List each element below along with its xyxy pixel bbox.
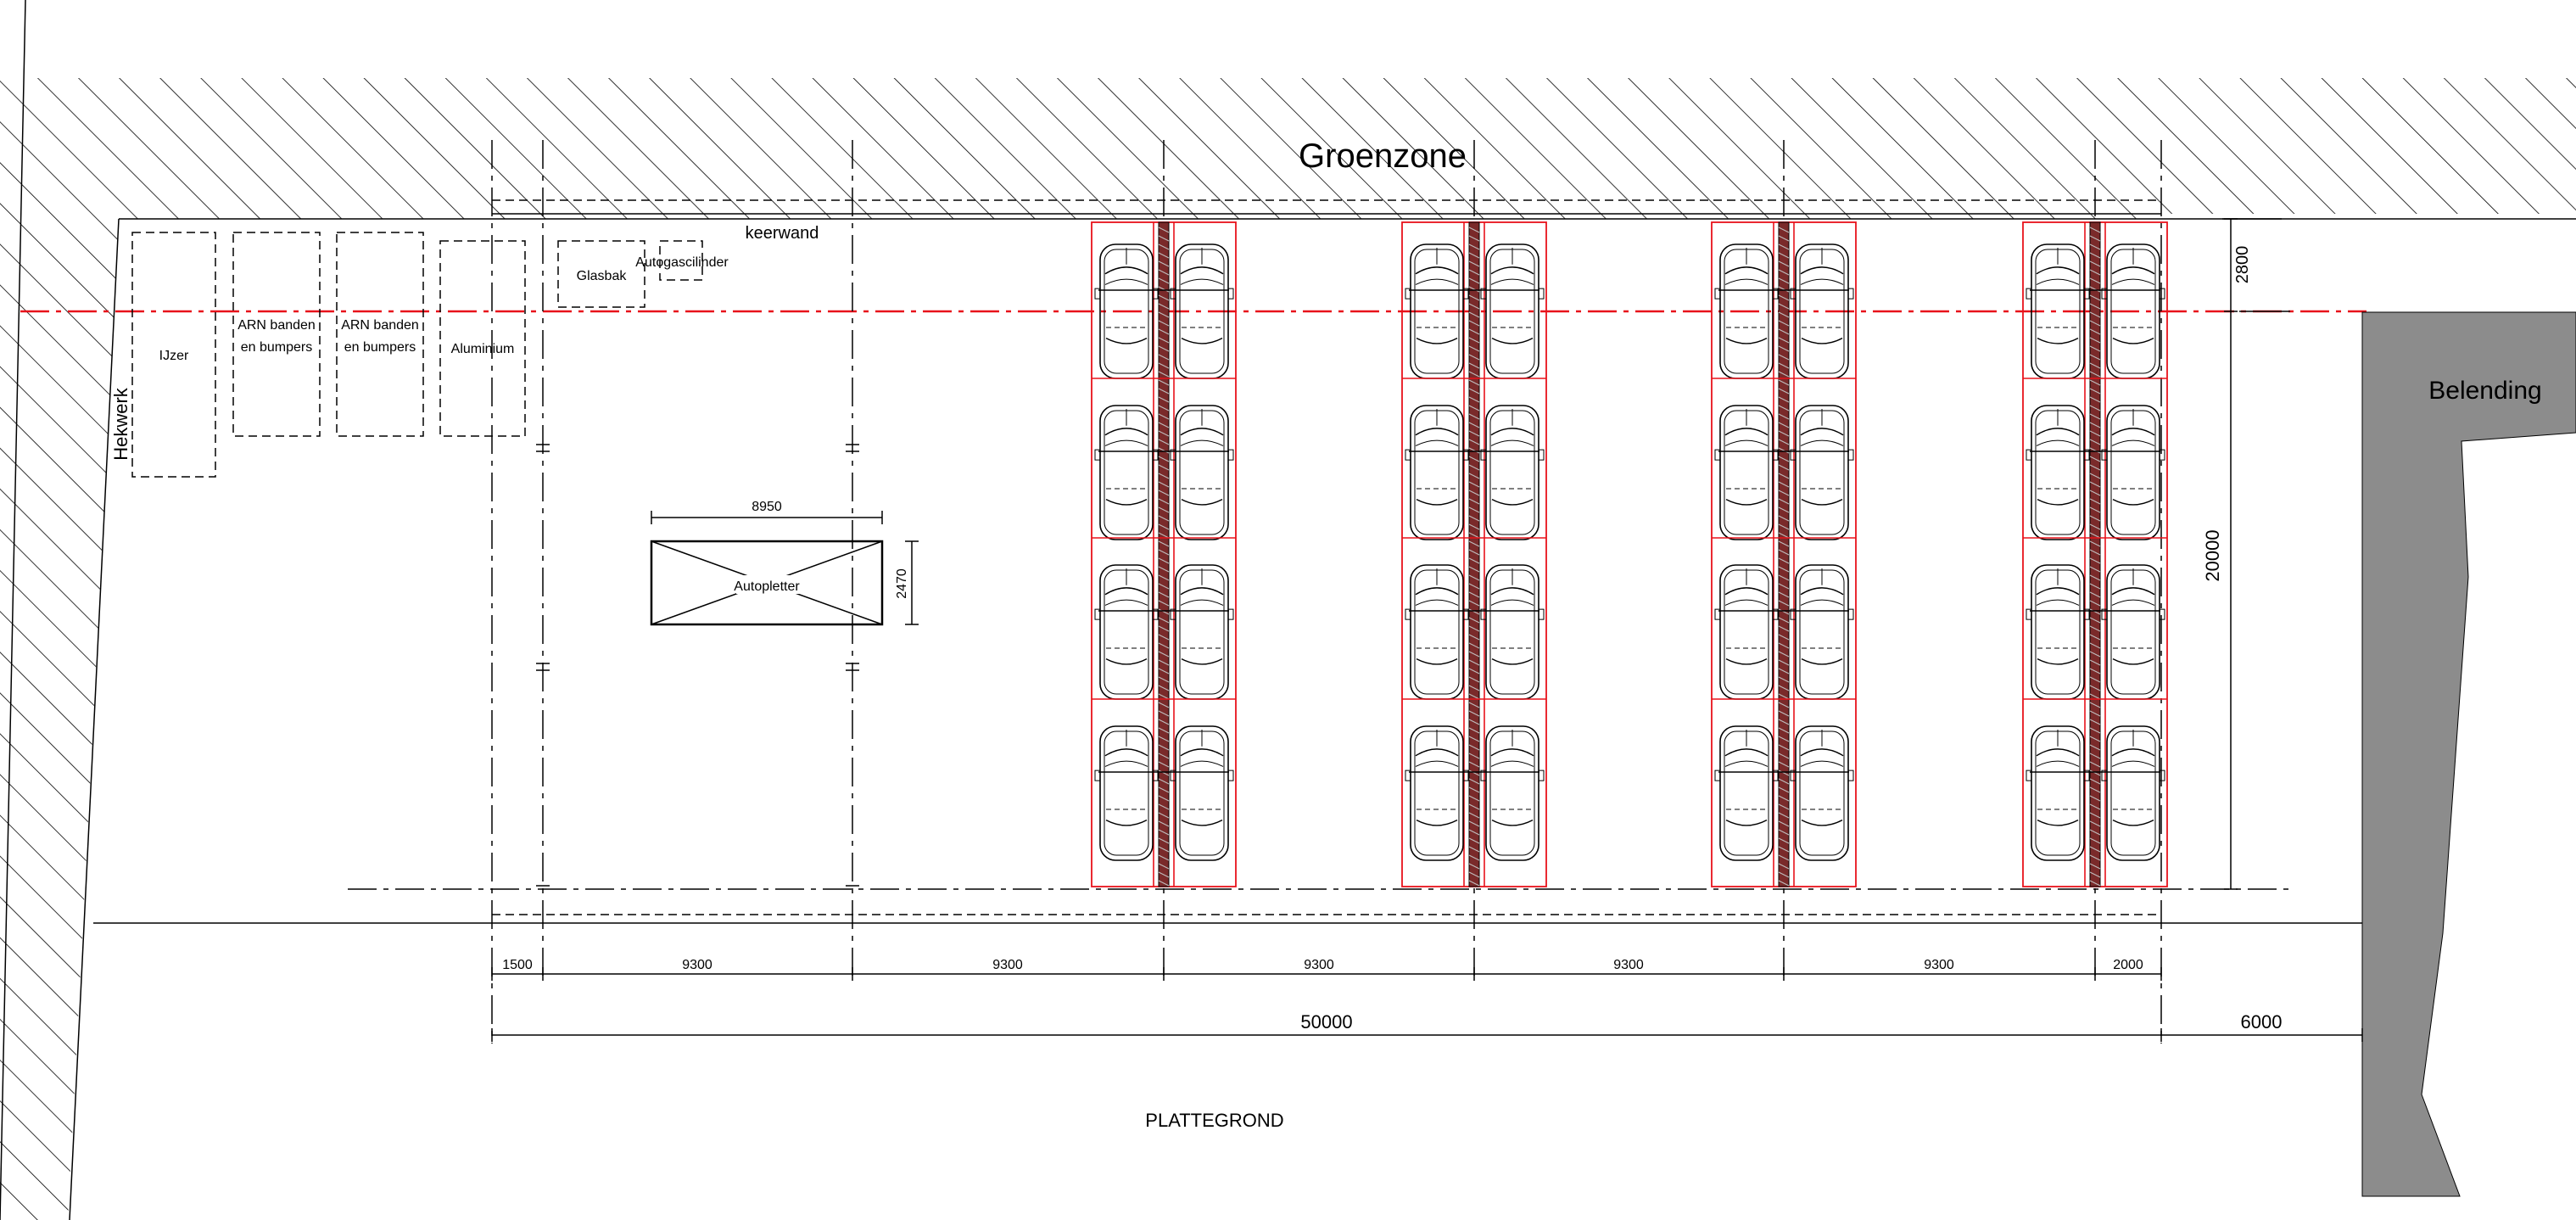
segment-dim-5: 9300 [1613, 958, 1644, 972]
parking-rack-4 [2022, 221, 2168, 887]
car-press-length-dim: 8950 [752, 500, 782, 514]
car-icon [1094, 725, 1159, 861]
container-arn-2: ARN banden en bumpers [336, 232, 424, 437]
retaining-wall-label: keerwand [746, 224, 819, 243]
car-press-label: Autopletter [734, 579, 800, 594]
parking-racks [1091, 221, 2168, 887]
segment-dim-2: 9300 [682, 958, 712, 972]
car-icon [1405, 405, 1469, 540]
car-icon [1170, 564, 1234, 700]
car-icon [2026, 725, 2090, 861]
container-iron-label: IJzer [159, 349, 189, 363]
container-glass-label: Glasbak [577, 269, 628, 283]
container-iron: IJzer [131, 232, 216, 478]
parking-rack-1 [1091, 221, 1237, 887]
container-arn-2-label-2: en bumpers [344, 340, 416, 355]
car-icon [1790, 405, 1854, 540]
car-icon [1170, 725, 1234, 861]
total-length-dim: 50000 [1300, 1011, 1352, 1033]
side-gap-dim: 6000 [2241, 1011, 2283, 1033]
container-arn-2-label-1: ARN banden [341, 318, 419, 333]
car-icon [1480, 405, 1545, 540]
container-glass: Glasbak [557, 240, 645, 308]
parking-rack-2 [1401, 221, 1547, 887]
neighbour-label: Belending [2428, 377, 2541, 405]
car-icon [2026, 405, 2090, 540]
car-icon [1714, 243, 1779, 379]
container-aluminium-label: Aluminium [451, 342, 515, 356]
segment-dim-6: 9300 [1924, 958, 1954, 972]
segment-dim-1: 1500 [502, 958, 533, 972]
green-zone-label: Groenzone [1299, 137, 1467, 175]
car-press: Autopletter 8950 2470 [650, 500, 919, 626]
container-arn-1-label-2: en bumpers [241, 340, 313, 355]
right-dimensions: 2800 20000 [2202, 218, 2290, 890]
car-icon [1714, 725, 1779, 861]
bottom-dimensions: 1500 9300 9300 9300 9300 9300 2000 50000… [491, 958, 2363, 1042]
car-icon [1094, 405, 1159, 540]
car-icon [2101, 405, 2165, 540]
car-icon [1405, 725, 1469, 861]
car-icon [1170, 243, 1234, 379]
car-icon [2101, 725, 2165, 861]
green-depth-dim: 2800 [2233, 246, 2252, 284]
car-icon [1480, 243, 1545, 379]
car-press-width-dim: 2470 [895, 568, 909, 599]
segment-dim-7: 2000 [2113, 958, 2143, 972]
container-aluminium: Aluminium [439, 240, 526, 437]
car-icon [1790, 725, 1854, 861]
car-icon [1170, 405, 1234, 540]
car-icon [1480, 725, 1545, 861]
rack-depth-dim: 20000 [2202, 529, 2223, 581]
container-gas-cylinder-label: Autogascilinder [635, 255, 729, 270]
segment-dim-3: 9300 [992, 958, 1023, 972]
car-icon [1405, 564, 1469, 700]
axis-ticks [536, 444, 859, 887]
container-gas-cylinder: Autogascilinder [635, 240, 729, 281]
car-icon [1714, 405, 1779, 540]
container-arn-1: ARN banden en bumpers [232, 232, 321, 437]
floor-plan-title: PLATTEGROND [1145, 1110, 1283, 1131]
fence-label: Hekwerk [110, 387, 131, 461]
container-arn-1-label-1: ARN banden [237, 318, 316, 333]
neighbour-building [2361, 311, 2576, 1197]
segment-dim-4: 9300 [1304, 958, 1334, 972]
parking-rack-3 [1711, 221, 1857, 887]
